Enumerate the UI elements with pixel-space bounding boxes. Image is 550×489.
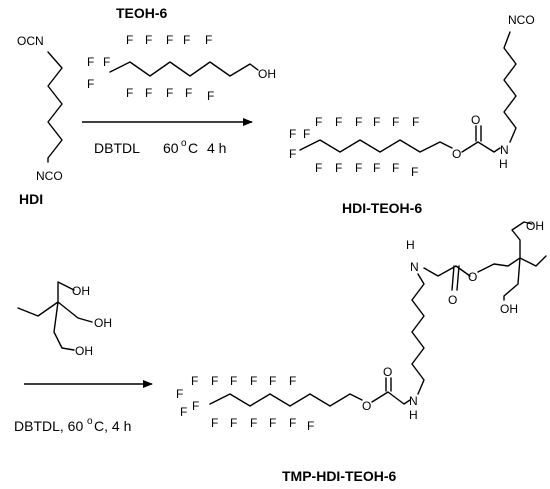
atom-label-f: F xyxy=(87,77,94,91)
atom-label-o: O xyxy=(471,113,480,127)
tmp-bonds xyxy=(17,281,93,351)
atom-label-o: O xyxy=(362,399,371,413)
atom-label-f: F xyxy=(176,387,183,401)
atom-label-oh: OH xyxy=(94,316,112,330)
atom-label-f: F xyxy=(205,33,212,47)
atom-label-h: H xyxy=(409,408,418,422)
hdi-nco-label: NCO xyxy=(36,169,63,183)
atom-label-o: O xyxy=(448,293,457,307)
atom-label-f: F xyxy=(392,115,399,129)
teoh6-chain-bonds xyxy=(109,61,259,77)
atom-label-f: F xyxy=(126,86,133,100)
tmp-hdi-teoh6-structure: F F F F F F F F F F F F F F F O O N H H … xyxy=(176,219,547,433)
atom-label-f: F xyxy=(183,33,190,47)
atom-label-f: F xyxy=(145,86,152,100)
atom-label-f: F xyxy=(373,115,380,129)
atom-label-f: F xyxy=(250,416,257,430)
atom-label-f: F xyxy=(166,86,173,100)
atom-label-f: F xyxy=(307,419,314,433)
atom-label-f: F xyxy=(87,55,94,69)
atom-label-f: F xyxy=(269,416,276,430)
product-upper-carbamate-bonds xyxy=(423,265,471,291)
atom-label-h: H xyxy=(499,157,508,171)
step2-conditions: DBTDL, 60 o C, 4 h xyxy=(14,416,131,434)
atom-label-f: F xyxy=(180,405,187,419)
atom-label-f: F xyxy=(230,374,237,388)
atom-label-n: N xyxy=(500,143,509,157)
atom-label-f: F xyxy=(315,115,322,129)
atom-label-f: F xyxy=(207,89,214,103)
atom-label-f: F xyxy=(191,374,198,388)
atom-label-f: F xyxy=(303,127,310,141)
tmp-structure: OH OH OH xyxy=(17,281,112,358)
atom-label-f: F xyxy=(211,416,218,430)
atom-label-f: F xyxy=(315,161,322,175)
hdi-structure: OCN NCO xyxy=(17,34,63,183)
step1-conditions: DBTDL 60 o C 4 h xyxy=(94,138,226,156)
teoh6-structure: F F F F F F F F F F F F F OH xyxy=(87,33,276,103)
atom-label-f: F xyxy=(355,161,362,175)
atom-label-f: F xyxy=(145,33,152,47)
atom-label-o: O xyxy=(383,365,392,379)
hdi-teoh6-hexyl-bonds xyxy=(503,31,517,143)
atom-label-oh: OH xyxy=(75,344,93,358)
atom-label-f: F xyxy=(289,147,296,161)
atom-label-f: F xyxy=(411,165,418,179)
atom-label-o: O xyxy=(452,147,461,161)
hdi-name: HDI xyxy=(19,191,43,207)
atom-label-h: H xyxy=(406,238,415,252)
atom-label-f: F xyxy=(373,161,380,175)
hdi-teoh6-carbamate-bonds xyxy=(461,125,501,153)
atom-label-n: N xyxy=(410,260,419,274)
text-label: DBTDL xyxy=(94,140,140,156)
text-label: o xyxy=(87,416,93,427)
atom-label-f: F xyxy=(166,33,173,47)
teoh6-name: TEOH-6 xyxy=(116,5,168,21)
product-carbamate-bonds xyxy=(371,377,411,405)
atom-label-f: F xyxy=(355,115,362,129)
atom-label-oh: OH xyxy=(500,302,518,316)
atom-label-f: F xyxy=(289,416,296,430)
atom-label-f: F xyxy=(250,374,257,388)
hdi-teoh6-chain-bonds xyxy=(299,139,453,153)
atom-label-f: F xyxy=(269,374,276,388)
atom-label-f: F xyxy=(192,399,199,413)
text-label: C, 4 h xyxy=(94,418,131,434)
atom-label-f: F xyxy=(211,374,218,388)
text-label: DBTDL, 60 xyxy=(14,418,83,434)
atom-label-oh: OH xyxy=(526,219,544,233)
hdi-teoh6-structure: F F F F F F F F F F F F F F F O O N H NC… xyxy=(289,13,535,179)
atom-label-f: F xyxy=(289,127,296,141)
product-chain-bonds xyxy=(209,393,363,407)
atom-label-n: N xyxy=(409,394,418,408)
atom-label-f: F xyxy=(412,115,419,129)
atom-label-o: O xyxy=(468,270,477,284)
hdi-chain-bonds xyxy=(47,51,63,163)
atom-label-f: F xyxy=(392,161,399,175)
product-tmp-bonds xyxy=(477,221,547,301)
atom-label-f: F xyxy=(126,33,133,47)
atom-label-f: F xyxy=(289,374,296,388)
hdi-teoh6-nco-label: NCO xyxy=(508,13,535,27)
hdi-teoh6-name: HDI-TEOH-6 xyxy=(342,200,422,216)
teoh6-oh-label: OH xyxy=(258,67,276,81)
atom-label-f: F xyxy=(230,416,237,430)
text-label: C xyxy=(188,140,198,156)
atom-label-f: F xyxy=(335,115,342,129)
text-label: 60 xyxy=(163,140,179,156)
text-label: 4 h xyxy=(207,140,226,156)
hdi-ocn-label: OCN xyxy=(17,34,44,48)
text-label: o xyxy=(181,138,187,149)
tmp-hdi-teoh6-name: TMP-HDI-TEOH-6 xyxy=(282,468,397,484)
product-hexyl-bonds xyxy=(411,273,425,395)
atom-label-oh: OH xyxy=(72,284,90,298)
atom-label-f: F xyxy=(185,86,192,100)
atom-label-f: F xyxy=(335,161,342,175)
atom-label-f: F xyxy=(103,55,110,69)
